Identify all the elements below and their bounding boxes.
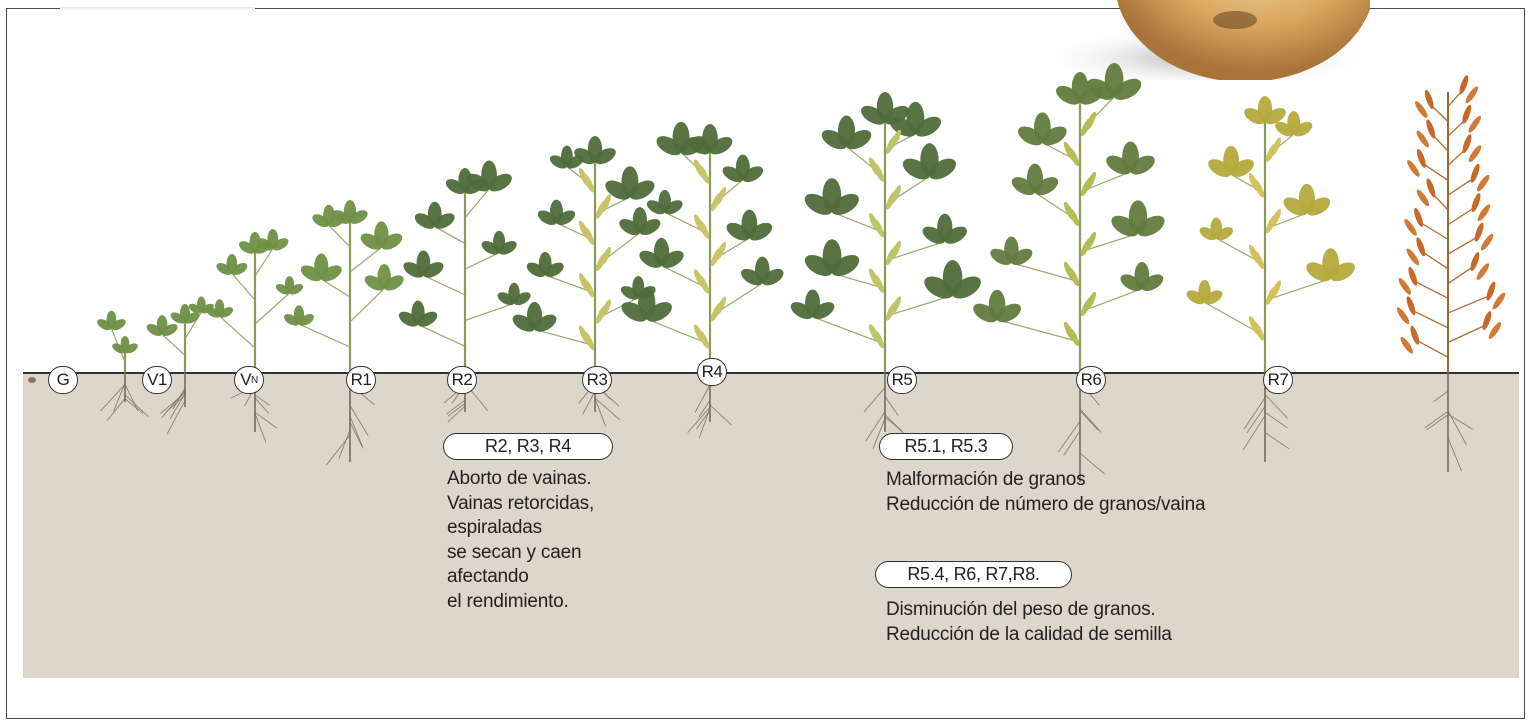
stage-label-r3: R3	[582, 366, 612, 394]
group-pill-r5-1-r5-3: R5.1, R5.3	[879, 433, 1013, 460]
stage-label-r1: R1	[346, 366, 376, 394]
group-desc-r2-r4: Aborto de vainas. Vainas retorcidas, esp…	[447, 468, 595, 612]
plant	[790, 92, 981, 449]
plant	[512, 136, 661, 427]
plant	[1186, 96, 1355, 462]
ground-line	[23, 372, 1519, 374]
stage-label-v1: V1	[142, 366, 172, 394]
group-desc-r5-4-r8: Disminución del peso de granos. Reducció…	[886, 599, 1172, 645]
stage-label-r7: R7	[1263, 366, 1293, 394]
plant	[973, 62, 1165, 482]
stage-label-r5: R5	[887, 366, 917, 394]
plant	[283, 200, 404, 466]
group-pill-r5-4-r8: R5.4, R6, R7,R8.	[875, 561, 1072, 588]
soil-area	[23, 373, 1519, 678]
stage-label-r6: R6	[1076, 366, 1106, 394]
stage-label-g: G	[48, 366, 78, 394]
group-desc-r5-1-r5-3: Malformación de granos Reducción de núme…	[886, 469, 1206, 515]
stage-label-r2: R2	[447, 366, 477, 394]
stage-label-r4: R4	[697, 358, 727, 386]
plant	[621, 121, 784, 439]
plant	[206, 229, 303, 443]
frame-tab-notch	[60, 0, 255, 10]
plant	[398, 160, 531, 423]
plant	[97, 310, 149, 421]
group-pill-r2-r4: R2, R3, R4	[443, 433, 613, 460]
plant-mature	[1396, 75, 1506, 472]
